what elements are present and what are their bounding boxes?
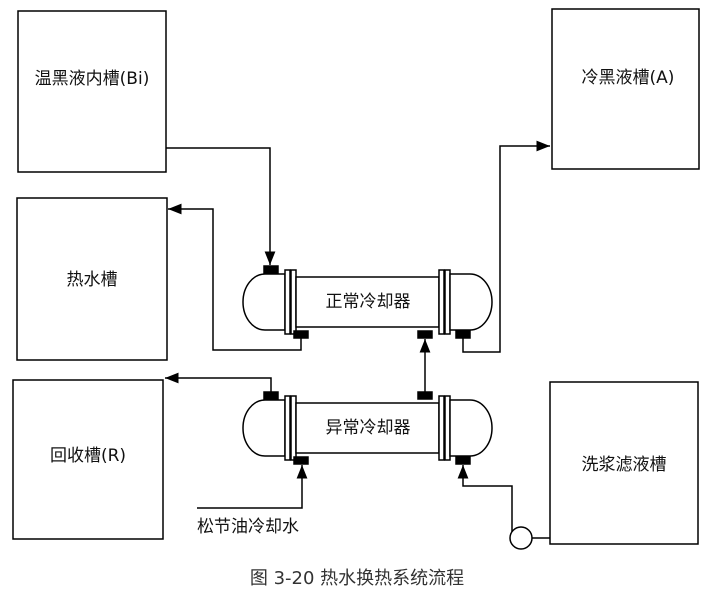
tank-wash: 洗浆滤液槽 [549,381,699,545]
tank-r-label: 回收槽(R) [50,446,126,466]
tank-hot-water-label: 热水槽 [67,270,118,290]
figure-caption: 图 3-20 热水换热系统流程 [250,568,464,589]
pump-icon [509,526,533,550]
cooler-abnormal: 异常冷却器 [242,391,493,465]
tank-a-label: 冷黑液槽(A) [582,68,675,88]
pipe-normal-cooler-to-hot-water [168,203,302,351]
pipe-abnormal-cooler-to-r [165,372,272,392]
pipe-pump-to-abnormal-cooler [457,465,513,532]
tank-bi-label: 温黑液内槽(Bi) [35,69,150,89]
tank-wash-label: 洗浆滤液槽 [582,455,667,475]
pipe-normal-cooler-to-a [462,140,550,353]
tank-bi: 温黑液内槽(Bi) [17,10,167,173]
pipe-bi-to-normal-cooler [166,147,276,265]
cooler-normal-label: 正常冷却器 [326,292,411,312]
tank-r: 回收槽(R) [12,379,164,540]
cooler-normal: 正常冷却器 [242,265,493,339]
cooling-water-label: 松节油冷却水 [197,517,299,537]
tank-hot-water: 热水槽 [16,197,168,361]
cooler-abnormal-label: 异常冷却器 [326,418,411,438]
pipe-cooling-water-inlet [197,465,308,509]
tank-a: 冷黑液槽(A) [551,8,700,170]
